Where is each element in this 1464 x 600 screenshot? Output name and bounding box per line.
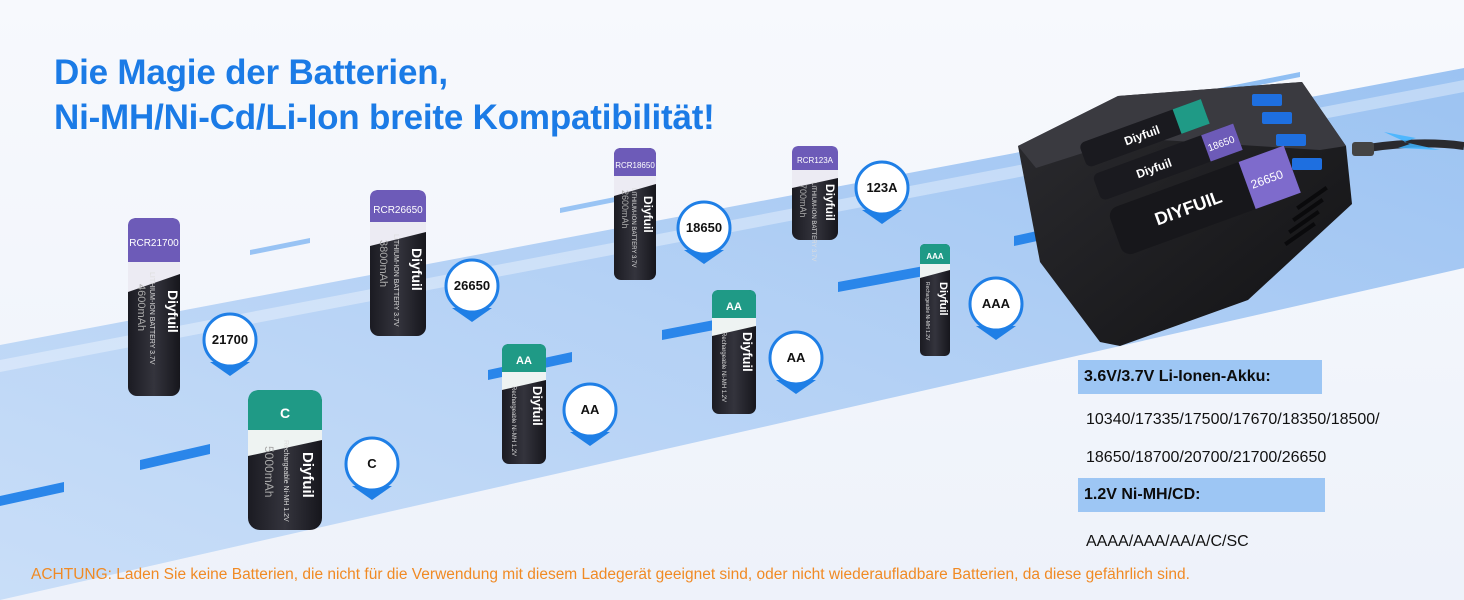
charge-bolt-icon — [1384, 132, 1440, 150]
headline-line-2: Ni-MH/Ni-Cd/Li-Ion breite Kompatibilität… — [54, 98, 715, 137]
battery-charger: Diyfuil Diyfuil 18650 DIYFUIL 26650 — [1018, 82, 1464, 346]
battery-21700-spec: LITHIUM-ION BATTERY 3.7V — [148, 272, 155, 365]
compatibility-panel: 3.6V/3.7V Li-Ionen-Akku: 10340/17335/175… — [1078, 360, 1438, 552]
liion-sizes-line-1: 10340/17335/17500/17670/18350/18500/ — [1086, 411, 1380, 428]
nimh-sizes-line: AAAA/AAA/AA/A/C/SC — [1086, 533, 1249, 550]
battery-aa-right-brand: Diyfuil — [740, 332, 755, 372]
battery-21700-mah: 4600mAh — [135, 284, 147, 331]
battery-18650-mah: 2600mAh — [620, 190, 630, 229]
charge-level-indicators — [1252, 94, 1322, 170]
safety-warning: ACHTUNG: Laden Sie keine Batterien, die … — [31, 566, 1190, 583]
battery-aaa-brand: Diyfuil — [937, 282, 949, 316]
battery-aa-left-brand: Diyfuil — [530, 386, 545, 426]
pin-aaa: AAA — [968, 276, 1024, 340]
battery-c-spec: Rechargeable Ni-MH 1.2V — [282, 440, 289, 522]
battery-18650-spec: LITHIUM-ION BATTERY 3.7V — [630, 188, 636, 267]
battery-21700-cap: RCR21700 — [129, 238, 179, 249]
battery-c-brand: Diyfuil — [299, 452, 316, 498]
nimh-header: 1.2V Ni-MH/CD: — [1078, 478, 1325, 512]
battery-26650-mah: 3800mAh — [377, 240, 389, 287]
headline: Die Magie der Batterien, Ni-MH/Ni-Cd/Li-… — [54, 50, 715, 140]
battery-c: C Diyfuil Rechargeable Ni-MH 1.2V 5000mA… — [248, 390, 322, 530]
pin-aaa-label: AAA — [982, 296, 1011, 311]
pin-aa-right: AA — [768, 330, 824, 394]
battery-123a: RCR123A Diyfuil LITHIUM-ION BATTERY 3.7V… — [792, 146, 838, 261]
pin-26650-label: 26650 — [454, 278, 490, 293]
battery-aaa: AAA Diyfuil Rechargeable Ni-MH 1.2V — [920, 244, 950, 356]
battery-aa-left-spec: Rechargeable Ni-MH 1.2V — [510, 386, 516, 456]
pin-123a-label: 123A — [866, 180, 898, 195]
battery-aa-left-cap: AA — [516, 355, 532, 367]
battery-26650-spec: LITHIUM-ION BATTERY 3.7V — [392, 234, 399, 327]
battery-123a-cap: RCR123A — [797, 156, 834, 165]
battery-21700: RCR21700 Diyfuil LITHIUM-ION BATTERY 3.7… — [128, 218, 181, 396]
battery-18650: RCR18650 Diyfuil LITHIUM-ION BATTERY 3.7… — [614, 148, 656, 280]
usb-cable — [1367, 139, 1464, 152]
battery-123a-spec: LITHIUM-ION BATTERY 3.7V — [810, 182, 816, 261]
liion-header: 3.6V/3.7V Li-Ionen-Akku: — [1078, 360, 1322, 394]
battery-c-cap: C — [280, 405, 290, 421]
pin-aa-right-label: AA — [787, 350, 806, 365]
battery-aaa-spec: Rechargeable Ni-MH 1.2V — [924, 282, 930, 341]
battery-26650: RCR26650 Diyfuil LITHIUM-ION BATTERY 3.7… — [370, 190, 426, 336]
pin-123a: 123A — [854, 160, 910, 224]
pin-c-label: C — [367, 456, 377, 471]
liion-sizes-line-2: 18650/18700/20700/21700/26650 — [1086, 449, 1327, 466]
battery-123a-mah: 700mAh — [798, 184, 808, 218]
pin-26650: 26650 — [444, 258, 500, 322]
headline-line-1: Die Magie der Batterien, — [54, 53, 448, 92]
pin-21700-label: 21700 — [212, 332, 248, 347]
battery-aa-right-spec: Rechargeable Ni-MH 1.2V — [720, 332, 726, 402]
battery-c-mah: 5000mAh — [262, 446, 276, 497]
battery-18650-cap: RCR18650 — [615, 161, 655, 170]
pin-aa-left: AA — [562, 382, 618, 446]
battery-aa-right: AA Diyfuil Rechargeable Ni-MH 1.2V — [712, 290, 756, 414]
battery-aaa-cap: AAA — [926, 252, 944, 261]
battery-aa-left: AA Diyfuil Rechargeable Ni-MH 1.2V — [502, 344, 546, 464]
pin-21700: 21700 — [202, 312, 258, 376]
battery-21700-brand: Diyfuil — [165, 290, 181, 333]
pin-18650-label: 18650 — [686, 220, 722, 235]
pin-aa-left-label: AA — [581, 402, 600, 417]
battery-aa-right-cap: AA — [726, 301, 742, 313]
pin-18650: 18650 — [676, 200, 732, 264]
battery-123a-brand: Diyfuil — [823, 184, 837, 221]
battery-18650-brand: Diyfuil — [641, 196, 655, 233]
pin-c: C — [344, 436, 400, 500]
battery-26650-cap: RCR26650 — [373, 205, 423, 216]
battery-26650-brand: Diyfuil — [409, 248, 425, 291]
